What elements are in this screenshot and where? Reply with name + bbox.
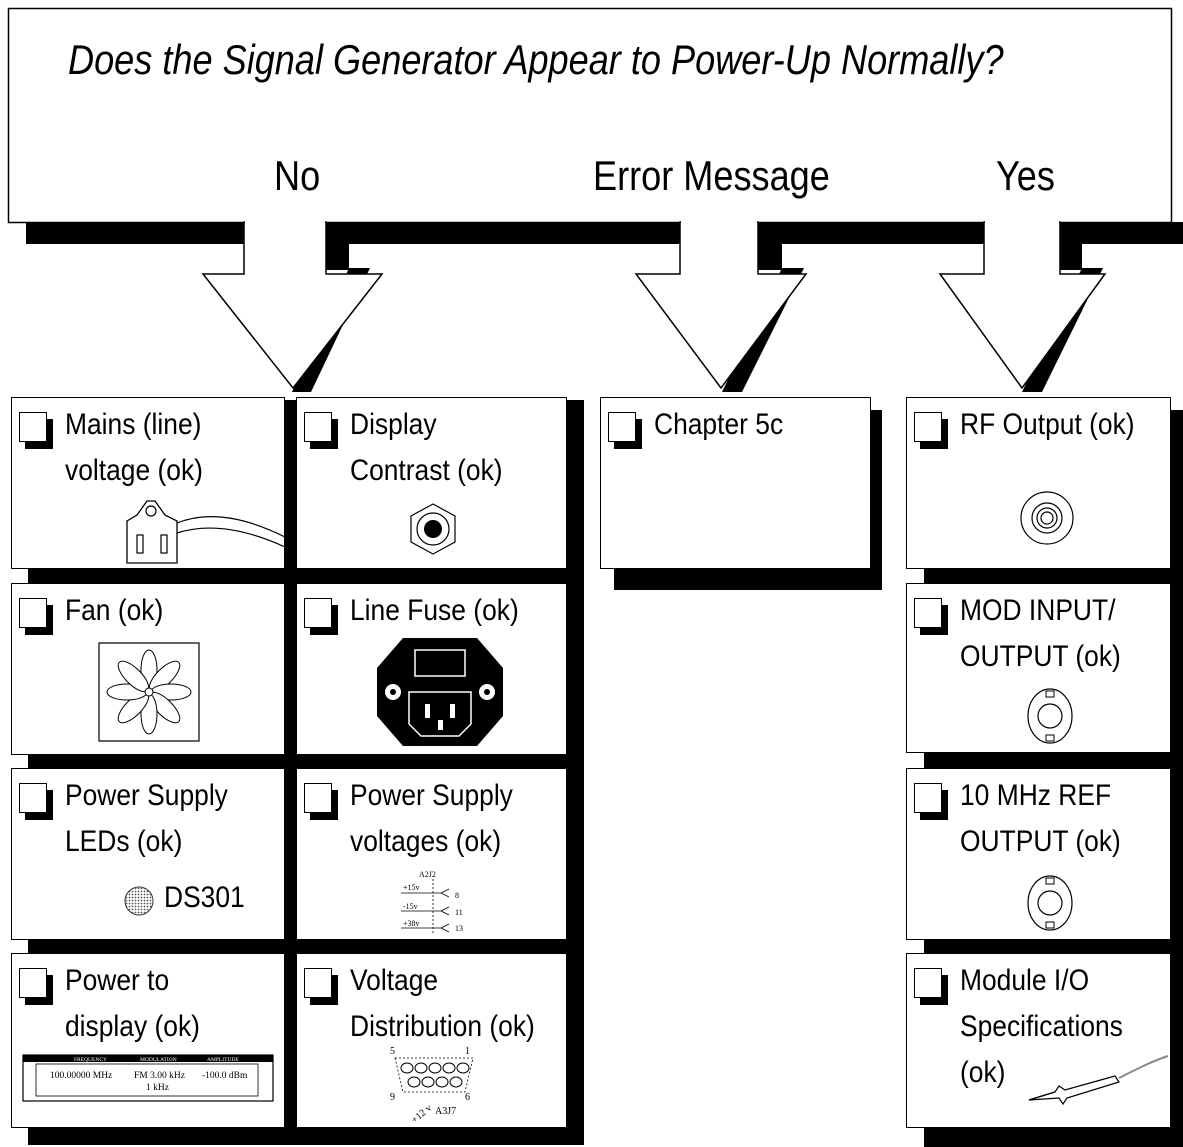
vdist-label-1: Voltage xyxy=(350,964,439,997)
ps-pin-1: 8 xyxy=(455,891,459,900)
ps-volts-label-2: voltages (ok) xyxy=(350,825,502,858)
checkbox-line-fuse[interactable] xyxy=(304,598,332,628)
arrow-no xyxy=(201,221,384,390)
checkbox-voltage-distribution[interactable] xyxy=(304,968,332,998)
power-connector-diagram: A2J2 +15v -15v +38v 8 11 13 xyxy=(401,870,463,933)
chapter-label: Chapter 5c xyxy=(654,408,784,441)
display-frequency: 100.00000 MHz xyxy=(50,1071,112,1081)
card-module-io-specifications: Module I/O Specifications (ok) xyxy=(906,953,1171,1128)
display-freq-header: FREQUENCY xyxy=(74,1057,107,1063)
ps-pin-2: 11 xyxy=(455,908,463,917)
card-line-fuse: Line Fuse (ok) xyxy=(296,583,567,755)
front-panel-display-icon: FREQUENCY MODULATION AMPLITUDE 100.00000… xyxy=(22,1054,274,1102)
rf-output-label: RF Output (ok) xyxy=(960,408,1135,441)
ps-leds-label-1: Power Supply xyxy=(65,779,228,812)
card-10mhz-ref-output: 10 MHz REF OUTPUT (ok) xyxy=(906,768,1171,940)
checkbox-mains-voltage[interactable] xyxy=(19,412,47,442)
line-fuse-label: Line Fuse (ok) xyxy=(350,594,519,627)
card-power-supply-voltages: Power Supply voltages (ok) A2J2 +15v -15… xyxy=(296,768,567,940)
checkbox-power-supply-voltages[interactable] xyxy=(304,783,332,813)
ps-volts-label-1: Power Supply xyxy=(350,779,513,812)
card-power-supply-leds: Power Supply LEDs (ok) DS301 xyxy=(11,768,285,940)
pwr-display-label-2: display (ok) xyxy=(65,1010,200,1043)
ps-pin-3: 13 xyxy=(455,924,463,933)
vdist-connector-id: A3J7 xyxy=(435,1106,456,1117)
contrast-label-1: Display xyxy=(350,408,437,441)
led-reference: DS301 xyxy=(164,881,245,914)
ref-out-label-2: OUTPUT (ok) xyxy=(960,825,1121,858)
contrast-knob-icon xyxy=(410,503,456,555)
mains-label-1: Mains (line) xyxy=(65,408,202,441)
ps-leds-label-2: LEDs (ok) xyxy=(65,825,183,858)
checkbox-10mhz-ref-output[interactable] xyxy=(914,783,942,813)
display-amplitude: -100.0 dBm xyxy=(202,1071,248,1081)
module-io-label-3: (ok) xyxy=(960,1056,1006,1089)
vdist-pin-1: 1 xyxy=(465,1046,470,1057)
checkbox-display-contrast[interactable] xyxy=(304,412,332,442)
fan-icon xyxy=(98,642,200,742)
module-io-label-1: Module I/O xyxy=(960,964,1090,997)
checkbox-module-io-specifications[interactable] xyxy=(914,968,942,998)
rf-connector-icon xyxy=(1020,491,1074,545)
display-mod-header: MODULATION xyxy=(140,1057,177,1063)
pwr-display-label-1: Power to xyxy=(65,964,170,997)
module-io-label-2: Specifications xyxy=(960,1010,1123,1043)
display-rate: 1 kHz xyxy=(146,1083,169,1093)
checkbox-chapter-5c[interactable] xyxy=(608,412,636,442)
vdist-pin-9: 9 xyxy=(390,1092,395,1103)
branch-label-error: Error Message xyxy=(593,152,830,199)
display-amp-header: AMPLITUDE xyxy=(207,1057,239,1063)
ps-rail-1: +15v xyxy=(403,883,420,892)
question-box xyxy=(7,7,1173,224)
led-icon xyxy=(124,886,154,916)
card-mains-voltage: Mains (line) voltage (ok) xyxy=(11,397,286,569)
mains-label-2: voltage (ok) xyxy=(65,454,203,487)
vdist-pin-6: 6 xyxy=(465,1092,470,1103)
mod-io-label-2: OUTPUT (ok) xyxy=(960,640,1121,673)
checkbox-power-supply-leds[interactable] xyxy=(19,783,47,813)
display-modulation: FM 3.00 kHz xyxy=(134,1071,185,1081)
card-chapter-5c: Chapter 5c xyxy=(600,397,871,569)
checkbox-fan[interactable] xyxy=(19,598,47,628)
power-plug-icon xyxy=(126,500,286,564)
branch-label-no: No xyxy=(274,152,321,199)
card-fan: Fan (ok) xyxy=(11,583,285,755)
checkbox-power-to-display[interactable] xyxy=(19,968,47,998)
ps-rail-3: +38v xyxy=(403,919,420,928)
bnc-connector-icon-2 xyxy=(1027,875,1073,931)
contrast-label-2: Contrast (ok) xyxy=(350,454,503,487)
ref-out-label-1: 10 MHz REF xyxy=(960,779,1112,812)
checkbox-rf-output[interactable] xyxy=(914,412,942,442)
vdist-pin-5: 5 xyxy=(390,1046,395,1057)
checkbox-mod-input-output[interactable] xyxy=(914,598,942,628)
vdist-label-2: Distribution (ok) xyxy=(350,1010,535,1043)
card-display-contrast: Display Contrast (ok) xyxy=(296,397,567,569)
card-power-to-display: Power to display (ok) FREQUENCY MODULATI… xyxy=(11,953,285,1128)
arrow-yes xyxy=(938,221,1107,390)
bnc-connector-icon xyxy=(1027,688,1073,744)
flowchart-question: Does the Signal Generator Appear to Powe… xyxy=(68,36,1004,83)
ps-connector-id: A2J2 xyxy=(419,870,436,879)
card-voltage-distribution: Voltage Distribution (ok) 5 1 9 6 +12 v … xyxy=(296,953,567,1128)
ps-rail-2: -15v xyxy=(403,902,418,911)
db9-connector-icon: 5 1 9 6 +12 v A3J7 xyxy=(390,1046,474,1126)
branch-label-yes: Yes xyxy=(996,152,1055,199)
fuse-module-icon xyxy=(377,638,503,746)
mod-io-label-1: MOD INPUT/ xyxy=(960,594,1116,627)
arrow-error xyxy=(634,221,808,390)
vdist-rail: +12 v xyxy=(409,1103,434,1126)
card-rf-output: RF Output (ok) xyxy=(906,397,1171,569)
test-probe-icon xyxy=(1028,1055,1169,1106)
card-mod-input-output: MOD INPUT/ OUTPUT (ok) xyxy=(906,583,1171,753)
fan-label: Fan (ok) xyxy=(65,594,164,627)
